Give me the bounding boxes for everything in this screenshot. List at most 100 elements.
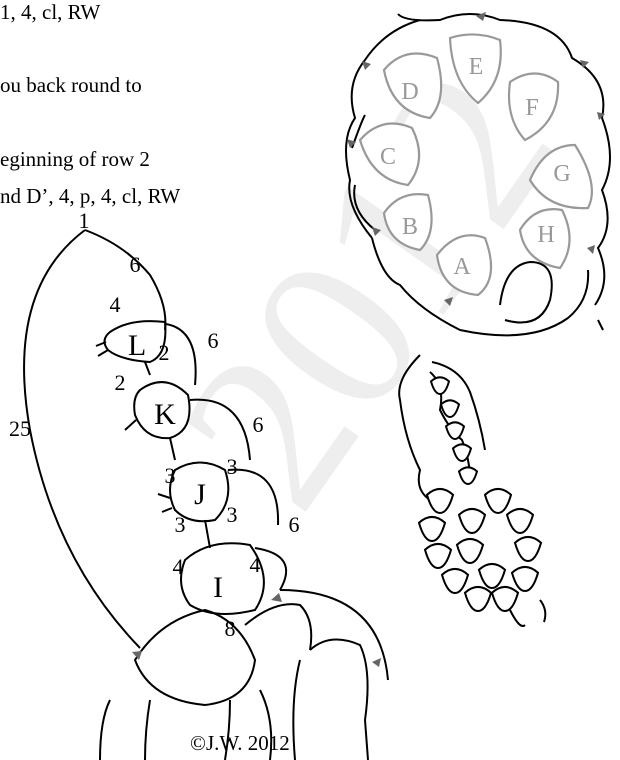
ring-label-j: J [194, 478, 206, 511]
stitch-6b: 6 [208, 328, 219, 353]
picot-i [271, 593, 282, 602]
stitch-3-1: 3 [165, 463, 176, 488]
overview-ring [513, 535, 543, 563]
instruction-line-4: nd D’, 4, p, 4, cl, RW [0, 184, 181, 208]
overview-ring [510, 565, 540, 593]
stitch-6a: 6 [130, 252, 141, 277]
picot-25 [132, 651, 142, 660]
tick-1 [95, 341, 107, 347]
ring-i [180, 542, 265, 615]
row2-ring-3 [309, 638, 369, 721]
ring-a [435, 234, 493, 297]
loop-a [499, 260, 553, 324]
ring-label-l: L [128, 329, 146, 362]
ring-label-e: E [469, 54, 484, 80]
ring-label-a: A [453, 254, 471, 280]
overview-ring [451, 443, 473, 463]
overview-ring [439, 399, 461, 419]
ring-label-g: G [553, 161, 570, 187]
instruction-line-3: eginning of row 2 [0, 147, 150, 171]
overview-outer-chain [398, 354, 431, 501]
stitch-2-l2: 2 [115, 370, 126, 395]
picot-7 [372, 227, 381, 236]
copyright: ©J.W. 2012 [190, 731, 290, 755]
row2-ring-2 [244, 603, 313, 651]
picot-4 [587, 245, 595, 254]
ring-f [507, 72, 560, 142]
overview-ring [423, 542, 453, 570]
picot-3 [597, 112, 605, 120]
instruction-line-2: ou back round to [0, 73, 142, 97]
ring-b [382, 193, 433, 252]
stitch-3-4: 3 [227, 502, 238, 527]
tick-3 [124, 419, 137, 431]
overview-ring [457, 466, 479, 486]
ring-g [528, 143, 593, 210]
ring-label-d: D [401, 79, 418, 105]
overview-ring [455, 537, 485, 565]
overview-tail [509, 599, 547, 627]
chain-25 [23, 229, 141, 649]
row2-chain-b [224, 689, 273, 760]
overview-ring [483, 487, 513, 515]
outer-chain [345, 13, 611, 337]
ring-i-chain [254, 547, 288, 591]
ring-d [382, 52, 443, 120]
ring-j [169, 461, 230, 523]
stitch-6c: 6 [253, 412, 264, 437]
ring-e [448, 33, 502, 105]
overview-ring [490, 585, 520, 613]
tick-4 [157, 493, 171, 499]
overview-ring [440, 567, 470, 595]
stitch-6d: 6 [289, 512, 300, 537]
stitch-4-i2: 4 [250, 552, 261, 577]
stitch-1: 1 [79, 208, 90, 233]
stitch-25: 25 [9, 416, 31, 441]
overview-ring [429, 376, 451, 396]
picot-6 [347, 139, 356, 148]
ring-label-k: K [154, 398, 176, 431]
stitch-4-i1: 4 [173, 554, 184, 579]
ring-label-h: H [537, 222, 554, 248]
ring-h [518, 208, 571, 270]
ring-label-i: I [213, 571, 223, 604]
picot-right [372, 658, 381, 667]
overview-ring [425, 487, 455, 515]
stitch-2-l1: 2 [159, 340, 170, 365]
chain-6b [165, 323, 197, 386]
ring-label-c: C [380, 144, 396, 170]
chain-6d [227, 468, 280, 526]
row2-chain-d [279, 589, 389, 681]
ring-c [358, 122, 421, 187]
overview-ring [505, 507, 535, 535]
tick-2 [97, 349, 109, 357]
picot-2 [580, 60, 589, 68]
ring-i-stem [204, 519, 211, 549]
overview-ring [417, 515, 447, 543]
overview-ring [457, 507, 487, 535]
ring-l-stem [144, 361, 151, 376]
row2-ring-1 [133, 608, 257, 707]
row2-chain-c [292, 659, 369, 760]
ring-label-b: B [402, 214, 418, 240]
stitch-3-2: 3 [227, 454, 238, 479]
tick-5 [161, 507, 173, 513]
picot-5 [362, 61, 371, 70]
instruction-line-1: 1, 4, cl, RW [0, 0, 101, 24]
row2-chain-a [99, 699, 151, 760]
picot-8 [444, 297, 453, 306]
stitch-3-3: 3 [175, 512, 186, 537]
ring-l [103, 320, 167, 364]
stitch-4-l: 4 [110, 292, 121, 317]
picot-1 [476, 12, 486, 21]
overview-ring [444, 421, 466, 441]
ring-label-f: F [525, 95, 538, 121]
chain-6a [84, 229, 167, 331]
stitch-8: 8 [225, 616, 236, 641]
chain-6c [189, 398, 251, 461]
overview-ring [463, 585, 493, 613]
overview-ring [477, 562, 507, 590]
